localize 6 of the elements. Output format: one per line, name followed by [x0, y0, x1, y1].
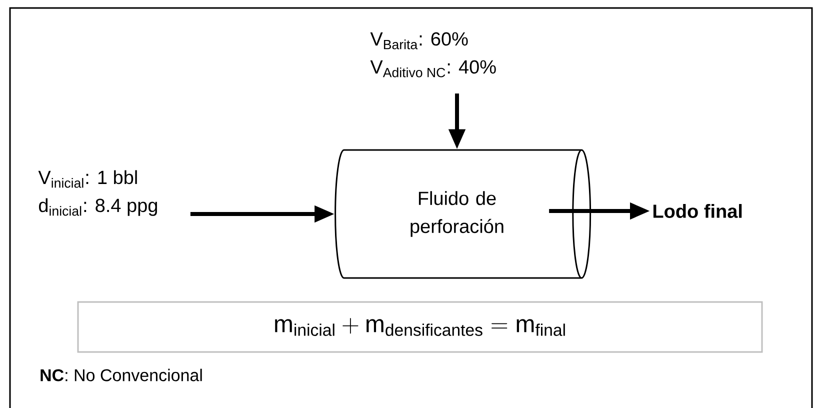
input-text: V$_{Barita}$: 60% $\text{V}_{\text{Aditivo NC}}\text{: 40\%}$	[370, 32, 496, 78]
note: NC: No Convencional	[40, 368, 202, 382]
equation-box: $\text{m}_{\text{inicial}} + \text{m}_{\text{densificantes}} = \text{m}_{\text{final}}$	[77, 301, 763, 353]
cylinder-tank: Fluido de perforación	[334, 149, 592, 279]
output-text: Lodo final	[653, 204, 742, 218]
input-text: V$_{inicial}$: 1 bbl d$_{inicial}$: 8.4 ppg	[38, 170, 157, 216]
